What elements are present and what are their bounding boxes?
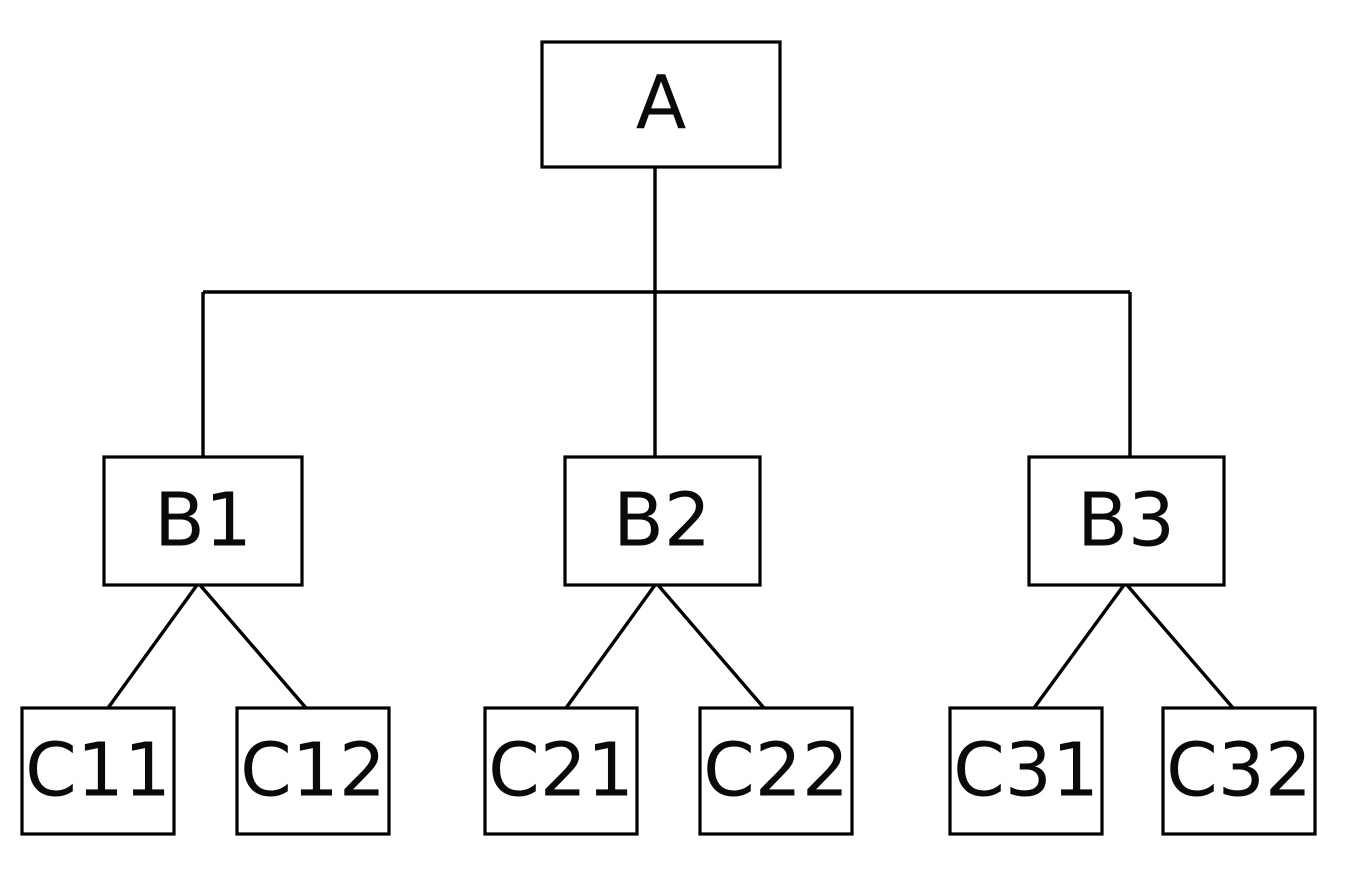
node-c12-label: C12 xyxy=(240,728,386,814)
node-c12[interactable]: C12 xyxy=(235,706,391,836)
nodes-layer: A B1 B2 B3 C11 C12 xyxy=(20,40,1317,836)
node-c22-box[interactable] xyxy=(698,706,854,836)
node-b3-box[interactable] xyxy=(1027,455,1226,587)
node-c11[interactable]: C11 xyxy=(20,706,176,836)
node-c32-label: C32 xyxy=(1166,728,1312,814)
node-c22-label: C22 xyxy=(703,728,849,814)
node-c21[interactable]: C21 xyxy=(483,706,639,836)
edge-b1-to-c12 xyxy=(198,583,308,710)
node-b3[interactable]: B3 xyxy=(1027,455,1226,587)
node-c31[interactable]: C31 xyxy=(948,706,1104,836)
node-c32[interactable]: C32 xyxy=(1161,706,1317,836)
edge-b3-to-c31 xyxy=(1032,583,1126,710)
node-c11-box[interactable] xyxy=(20,706,176,836)
edge-b3-to-c32 xyxy=(1125,583,1235,710)
node-b2[interactable]: B2 xyxy=(563,455,762,587)
node-c22[interactable]: C22 xyxy=(698,706,854,836)
node-c12-box[interactable] xyxy=(235,706,391,836)
node-b1-label: B1 xyxy=(154,478,252,564)
node-c31-label: C31 xyxy=(953,728,1099,814)
node-c21-label: C21 xyxy=(488,728,634,814)
node-c31-box[interactable] xyxy=(948,706,1104,836)
node-c32-box[interactable] xyxy=(1161,706,1317,836)
edges-layer xyxy=(106,167,1235,710)
node-b1[interactable]: B1 xyxy=(102,455,304,587)
node-b2-box[interactable] xyxy=(563,455,762,587)
node-b2-label: B2 xyxy=(613,478,711,564)
edge-b2-to-c22 xyxy=(656,583,766,710)
node-a-box[interactable] xyxy=(540,40,782,169)
node-b3-label: B3 xyxy=(1077,478,1175,564)
node-c11-label: C11 xyxy=(25,728,171,814)
node-b1-box[interactable] xyxy=(102,455,304,587)
node-c21-box[interactable] xyxy=(483,706,639,836)
node-a[interactable]: A xyxy=(540,40,782,169)
edge-b2-to-c21 xyxy=(564,584,657,709)
edge-b1-to-c11 xyxy=(106,584,199,709)
node-a-label: A xyxy=(636,61,687,147)
